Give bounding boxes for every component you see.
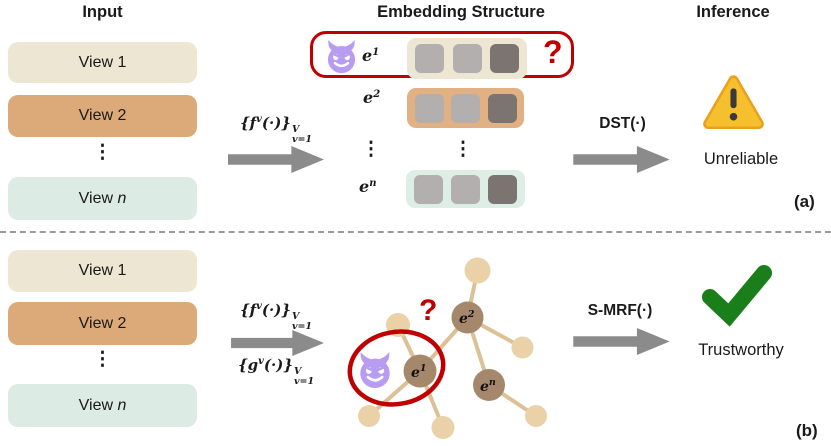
embedding-structure-heading: Embedding Structure [377, 3, 545, 21]
check-icon [700, 263, 774, 327]
section-divider [0, 231, 831, 233]
right-arrow-icon [228, 146, 324, 173]
devil-icon [355, 351, 395, 389]
view-n-label: View n [78, 396, 127, 414]
view-1-label: View 1 [78, 262, 127, 279]
embedding-cell [451, 174, 480, 204]
embedding-ellipsis-left: ⋮ [361, 139, 381, 160]
devil-icon [324, 38, 359, 75]
view-2-box-a: View 2 [8, 95, 197, 137]
trustworthy-label: Trustworthy [698, 341, 784, 359]
panel-b-tag: (b) [796, 421, 818, 440]
embedding-graph: e2 e1 en [347, 257, 547, 439]
embedding-cell [414, 93, 444, 123]
embedding-cell [488, 174, 517, 204]
embedding-cell [414, 174, 443, 204]
embedding-cell [487, 93, 517, 123]
node-e1-label: e1 [411, 363, 427, 381]
embedding-ellipsis-right: ⋮ [453, 139, 473, 160]
node-e1 [403, 354, 437, 388]
unreliable-label: Unreliable [703, 150, 779, 168]
view-n-box-b: View n [8, 384, 197, 427]
node-e2-label: e2 [459, 309, 475, 327]
warning-icon [702, 66, 765, 139]
graph-leaf-nodes [358, 257, 547, 439]
views-ellipsis-b: ⋮ [93, 349, 112, 370]
embedding-row-n [406, 170, 525, 208]
panel-a-tag: (a) [794, 192, 815, 211]
dst-operator-label: DST(·) [599, 115, 646, 132]
view-2-box-b: View 2 [8, 302, 197, 345]
question-mark-b: ? [419, 294, 438, 327]
view-2-label: View 2 [78, 107, 127, 124]
view-1-box-a: View 1 [8, 42, 197, 83]
right-arrow-icon [229, 330, 326, 356]
smrf-operator-label: S-MRF(·) [587, 302, 653, 319]
view-n-label: View n [78, 189, 127, 207]
node-en-label: en [480, 377, 496, 395]
view-2-label: View 2 [78, 314, 127, 332]
right-arrow-icon [573, 328, 670, 355]
node-en [473, 369, 505, 401]
embedding-row-2 [407, 88, 524, 128]
en-label: en [359, 177, 377, 196]
view-1-label: View 1 [78, 53, 127, 71]
embedding-cell [452, 44, 482, 73]
input-heading: Input [82, 3, 123, 21]
embedding-cell [415, 44, 445, 73]
view-1-box-b: View 1 [8, 250, 197, 292]
view-n-box-a: View n [8, 177, 197, 220]
embedding-cell [451, 93, 480, 123]
graph-view-nodes [403, 301, 505, 401]
views-ellipsis-a: ⋮ [93, 142, 112, 163]
embedding-cell [489, 44, 519, 73]
e1-label: e1 [362, 46, 380, 65]
question-mark-a: ? [543, 34, 563, 70]
corrupted-node-highlight [347, 329, 446, 407]
node-e2 [451, 301, 484, 334]
right-arrow-icon [573, 146, 670, 173]
inference-heading: Inference [696, 3, 770, 21]
e2-label: e2 [363, 88, 381, 107]
embedding-row-1 [407, 38, 527, 79]
